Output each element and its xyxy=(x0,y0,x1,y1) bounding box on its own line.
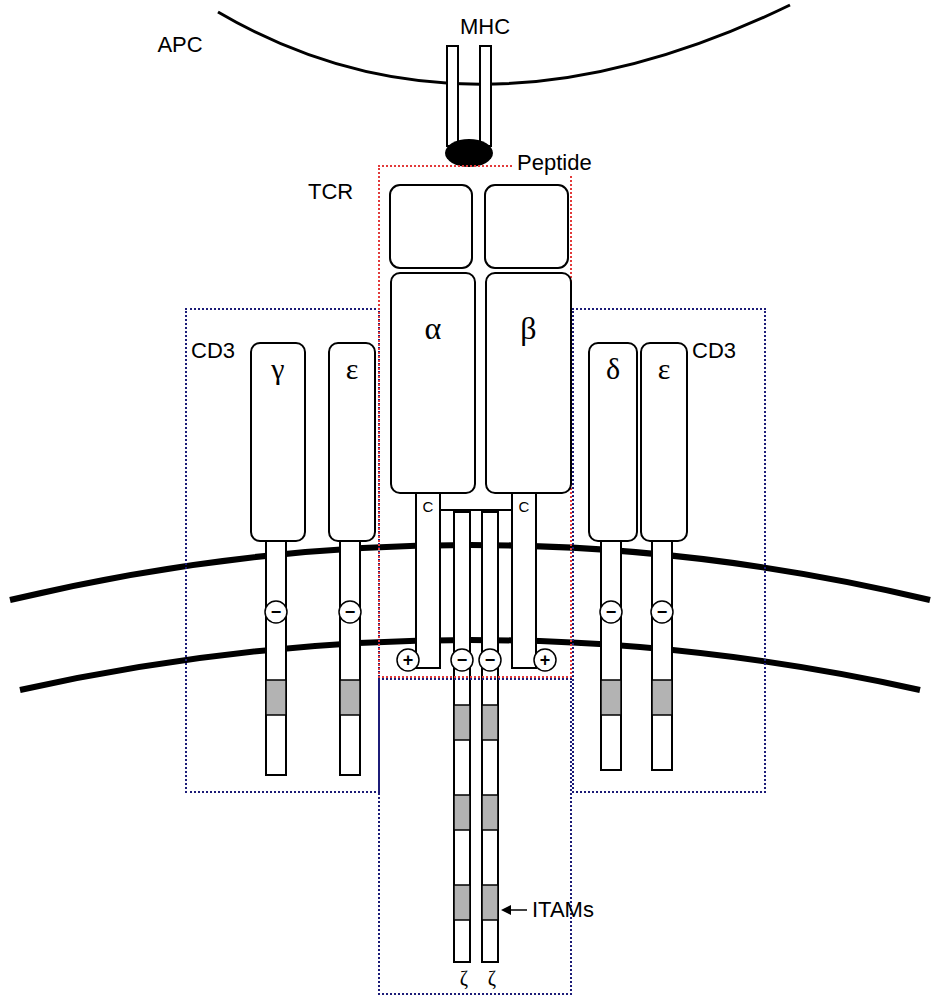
chain-name: γ xyxy=(252,354,304,384)
charge-sign: − xyxy=(485,651,496,669)
group-name: TCR xyxy=(308,181,353,203)
charge-circle xyxy=(600,601,622,623)
charge-sign: − xyxy=(345,603,356,621)
cell-label: APC xyxy=(157,34,202,56)
mhc-arm xyxy=(480,46,491,146)
itam-band xyxy=(454,885,470,920)
charge-sign: + xyxy=(403,651,414,669)
chain-name: δ xyxy=(590,354,636,384)
chain-stalk xyxy=(512,490,536,668)
leader-arrowhead xyxy=(501,905,511,915)
cd3-chain: γ xyxy=(250,342,306,542)
mhc-arm xyxy=(447,46,458,146)
chain-name: α xyxy=(392,312,474,344)
itam-band xyxy=(266,680,286,715)
charge-circle xyxy=(534,649,556,671)
chain-stalk xyxy=(652,538,672,770)
charge-circle xyxy=(651,601,673,623)
charge-circle xyxy=(265,601,287,623)
itam-band xyxy=(454,705,470,740)
zeta-group: ζζ xyxy=(378,678,572,995)
group-name: ζ xyxy=(460,968,468,988)
zeta-chain xyxy=(482,512,498,962)
group-name: CD3 xyxy=(692,340,736,362)
itam-band xyxy=(454,795,470,830)
cd3-chain: δ xyxy=(588,342,638,542)
charge-sign: + xyxy=(540,651,551,669)
variable-domain xyxy=(390,185,472,268)
domain-label: C xyxy=(519,499,530,514)
cd3-group: CD3 δε xyxy=(572,308,766,793)
itam-band xyxy=(340,680,360,715)
charge-sign: − xyxy=(271,603,282,621)
itam-band xyxy=(482,795,498,830)
itam-band xyxy=(482,705,498,740)
apc-membrane xyxy=(218,5,790,84)
variable-domain xyxy=(485,185,568,268)
cd3-group: CD3 γε xyxy=(185,308,380,793)
molecule-label: Peptide xyxy=(514,151,595,175)
tcr-chain: α xyxy=(390,272,476,494)
disulfide-bond xyxy=(440,509,512,511)
charge-circle xyxy=(339,601,361,623)
itam-band xyxy=(652,680,672,715)
itam-band xyxy=(482,885,498,920)
chain-name: β xyxy=(487,312,570,344)
chain-name: ε xyxy=(642,354,686,384)
itam-band xyxy=(601,680,621,715)
domain-label: C xyxy=(423,499,434,514)
molecule-label: MHC xyxy=(460,16,510,38)
charge-sign: − xyxy=(457,651,468,669)
tcr-chain: β xyxy=(485,272,572,494)
charge-sign: − xyxy=(657,603,668,621)
chain-stalk xyxy=(340,538,360,775)
tcr-group: TCRαβ xyxy=(378,165,572,678)
leader-line xyxy=(510,909,527,911)
cd3-chain: ε xyxy=(640,342,688,542)
group-name: ζ xyxy=(488,968,496,988)
charge-circle xyxy=(451,649,473,671)
chain-name: ε xyxy=(330,354,374,384)
peptide-oval xyxy=(445,139,493,167)
group-name: CD3 xyxy=(191,340,235,362)
chain-stalk xyxy=(601,538,621,770)
chain-stalk xyxy=(416,490,440,668)
chain-stalk xyxy=(266,538,286,775)
itam-label: ITAMs xyxy=(532,899,594,921)
zeta-chain xyxy=(454,512,470,962)
cd3-chain: ε xyxy=(328,342,376,542)
charge-circle xyxy=(397,649,419,671)
charge-circle xyxy=(479,649,501,671)
charge-sign: − xyxy=(606,603,617,621)
